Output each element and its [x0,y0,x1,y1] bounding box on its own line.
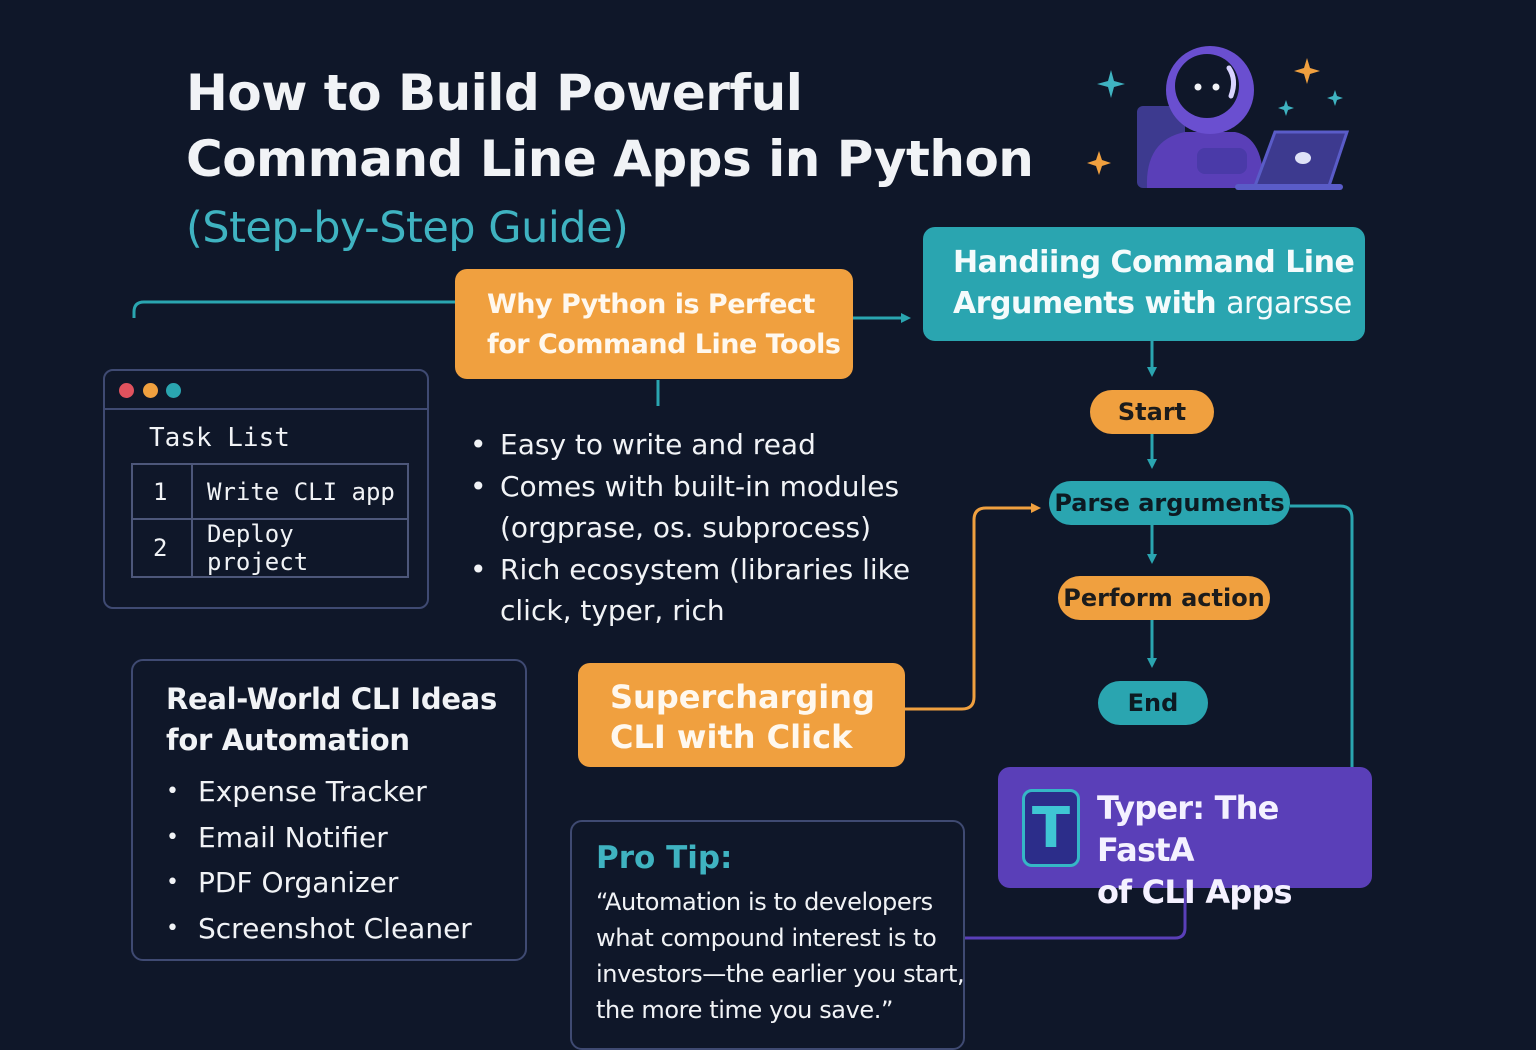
typer-label: Typer: The FastA of CLI Apps [1097,787,1372,913]
argparse-node-line1: Handiing Command Line [953,245,1355,280]
cli-ideas-card: Real-World CLI Ideas for Automation Expe… [131,659,527,961]
astronaut-laptop-icon [1087,46,1350,190]
task-table: 1 Write CLI app 2 Deploy project [131,463,409,578]
list-item: Easy to write and read [470,424,930,466]
sparkle-icon [1294,58,1320,84]
table-row: 1 Write CLI app [131,463,409,520]
flow-start-node: Start [1090,390,1214,434]
window-dot-red [119,383,134,398]
connector-lines [132,300,1354,940]
argparse-node-prefix: Arguments with [953,286,1227,321]
click-node: Supercharging CLI with Click [578,663,905,767]
typer-label-line1: Typer: The FastA [1097,789,1279,869]
title-main: How to Build Powerful Command Line Apps … [186,64,1034,188]
typer-logo-letter: T [1031,796,1071,861]
title-subtitle: (Step-by-Step Guide) [186,203,629,253]
list-item: Rich ecosystem (libraries like click, ty… [470,549,930,632]
page-title: How to Build Powerful Command Line Apps … [186,60,1086,261]
argparse-node-line2: Arguments with argarsse [953,283,1365,324]
table-cell-num: 2 [131,518,193,578]
table-row: 2 Deploy project [131,518,409,578]
sparkle-icon [1097,70,1125,98]
list-item: Email Notifier [166,815,472,861]
window-dot-yellow [143,383,158,398]
sparkle-icon [1087,151,1111,175]
argparse-node: Handiing Command Line Arguments with arg… [923,227,1365,341]
table-cell-num: 1 [131,463,193,520]
pro-tip-quote: “Automation is to developers what compou… [596,888,965,1024]
sparkle-icon [1327,90,1343,106]
typer-node: T Typer: The FastA of CLI Apps [998,767,1372,911]
window-titlebar-divider [105,408,427,410]
why-python-node: Why Python is Perfect for Command Line T… [455,269,853,379]
list-item: PDF Organizer [166,860,472,906]
list-item: Screenshot Cleaner [166,906,472,952]
flow-parse-node: Parse arguments [1049,481,1290,525]
pro-tip-card: Pro Tip: “Automation is to developers wh… [570,820,965,1050]
flow-end-node: End [1098,681,1208,725]
typer-label-line2: of CLI Apps [1097,873,1293,911]
flow-perform-node: Perform action [1058,576,1270,620]
cli-ideas-title: Real-World CLI Ideas for Automation [166,682,497,757]
task-list-title: Task List [149,423,290,453]
table-cell-text: Deploy project [191,518,409,578]
argparse-node-code: argarsse [1226,286,1352,321]
list-item: Expense Tracker [166,769,472,815]
table-cell-text: Write CLI app [191,463,409,520]
task-list-window: Task List 1 Write CLI app 2 Deploy proje… [103,369,429,609]
sparkle-icon [1278,100,1294,116]
typer-logo-icon: T [1022,789,1080,867]
pro-tip-title: Pro Tip: [596,840,733,876]
why-python-bullets: Easy to write and read Comes with built-… [470,424,930,632]
window-dot-teal [166,383,181,398]
list-item: Comes with built-in modules (orgprase, o… [470,466,930,549]
